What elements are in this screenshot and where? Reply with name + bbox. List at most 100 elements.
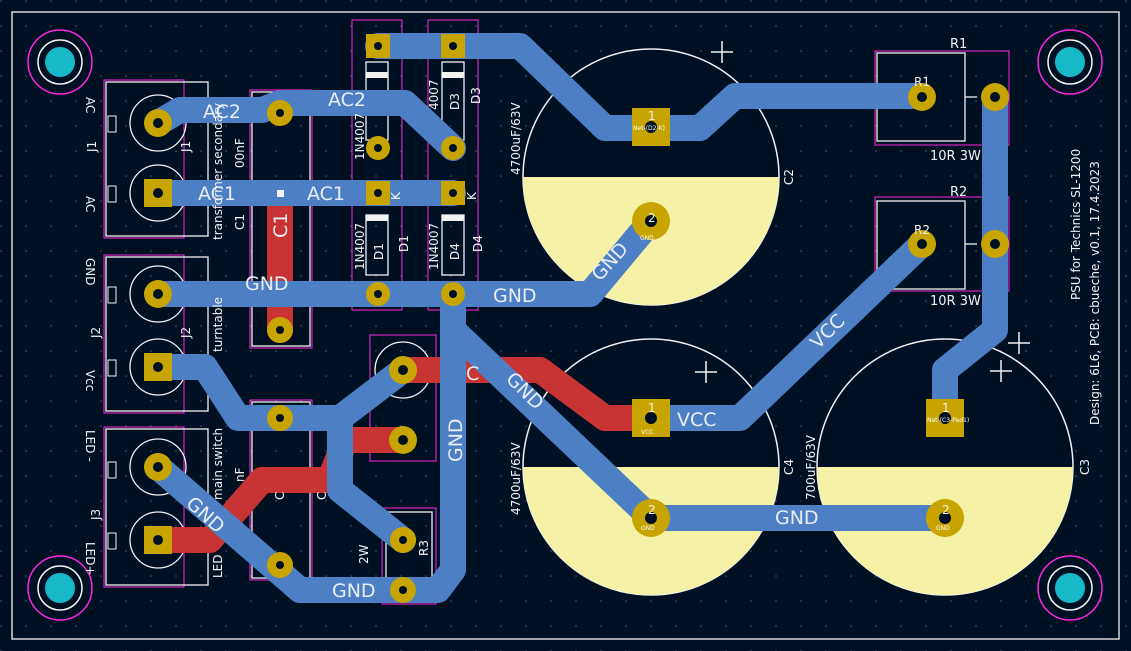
pad-r3-2 [390,577,416,603]
r2-ref-fab: R2 [914,223,930,237]
pad-d4-a [441,282,465,306]
pad-label-one: 1 [942,401,950,415]
pad-labels: Net-(D2-K) Net-(C3-Pad1) GND VCC GND GND… [633,109,969,532]
d4-ref: D4 [471,235,485,252]
j1-ref-fab: J1 [179,141,193,153]
pad-label-one: 1 [648,401,656,415]
d4-ref-fab: D4 [448,243,462,260]
pad-label-two: 2 [942,503,950,517]
j3-pin2-label: LED+ [83,542,97,576]
net-label-ac2: AC2 [203,101,241,123]
mounting-hole [27,555,93,621]
pad-label-c3-gnd: GND [936,525,950,532]
pad-j3-2 [144,526,172,554]
diode-outlines [351,19,479,311]
d3-ref-fab: D3 [448,93,462,110]
silkscreen-texts: PSU for Technics SL-1200 Design: 6L6, PC… [83,37,1102,578]
c-val: nF [233,467,247,482]
pad-j1-1 [144,109,172,137]
d1-k-label: K [389,191,403,200]
d3-ref: D3 [469,87,483,104]
pad-j1-2 [144,179,172,207]
pads [144,34,1009,603]
board-credits: Design: 6L6, PCB: cbueche, v0.1, 17.4.20… [1088,161,1102,425]
pad-c-2 [267,552,293,578]
pad-c2-2 [632,202,670,240]
board-edge [11,11,1120,640]
pad-c3-2 [926,499,964,537]
pad-c4-2 [632,499,670,537]
pad-j2-1 [144,280,172,308]
j1-pin1-label: AC [83,97,97,113]
j3-switch: main switch [211,428,225,500]
r1-val: 10R 3W [930,149,981,164]
pad-label-c3-net: Net-(C3-Pad1) [927,417,969,424]
pad-d2-k [366,34,390,58]
j3-ref: J3 [89,509,103,521]
net-label-c1: C1 [270,213,292,238]
d2-val: 1N4007 [353,113,367,160]
d1-val: 1N4007 [353,223,367,270]
pad-c1-1 [267,100,293,126]
j2-pin1-label: GND [83,258,97,286]
c-ref: C [273,492,287,500]
mounting-hole [1037,29,1103,95]
net-label-ac1: AC1 [307,183,345,205]
net-label-gnd: GND [775,507,819,529]
net-label-gnd: GND [445,418,467,462]
pad-c4-1 [632,399,670,437]
pad-r3-1 [390,527,416,553]
r1-ref: R1 [950,37,967,52]
pad-d3-a [441,136,465,160]
c3-ref: C3 [1078,459,1092,475]
pad-c3-1 [926,399,964,437]
pad-label-one: 1 [648,109,656,123]
net-label-gnd: GND [332,580,376,602]
d1-ref-fab: D1 [372,243,386,260]
pad-led-2 [389,426,417,454]
net-label-gnd: GND [493,285,537,307]
pad-label-c4-vcc: VCC [641,429,653,436]
net-label-ac2: AC2 [328,89,366,111]
pad-d4-k [441,181,465,205]
pad-r1-1 [908,83,936,111]
pad-d3-k [441,34,465,58]
c1-val: 00nF [233,138,247,168]
c-ref2: C [315,492,329,500]
r3-ref: R3 [417,540,431,556]
j1-pin2-label: AC [83,196,97,212]
pad-r2-2 [981,230,1009,258]
j1-ref: J1 [85,141,99,153]
pad-d1-a [366,282,390,306]
pad-label-c4-gnd: GND [641,525,655,532]
c4-val: 4700uF/63V [509,442,523,515]
j3-pin1-label: LED - [83,430,97,462]
pad-r1-2 [981,83,1009,111]
pad-c2-1 [632,108,670,146]
pad-j3-1 [144,453,172,481]
pad-label-two: 2 [648,503,656,517]
pad-c1-2 [267,317,293,343]
r2-val: 10R 3W [930,294,981,309]
pad-led-1 [389,356,417,384]
mounting-hole [27,29,93,95]
d4-k-label: K [465,191,479,200]
top-copper-traces [145,192,664,553]
c1-ref: C1 [233,214,247,230]
mounting-holes [27,29,1103,621]
j2-desc: turntable [211,297,225,352]
d4-val: 1N4007 [427,223,441,270]
j2-pin2-label: Vcc [83,370,97,391]
net-label-c: C [466,363,479,385]
c2-val: 4700uF/63V [509,102,523,175]
j2-ref-fab: J2 [179,327,193,339]
r3-val: 2W [357,544,371,564]
c4-val2: 700uF/63V [804,434,818,500]
r1-ref-fab: R1 [914,75,930,89]
pad-label-two: 2 [648,211,656,225]
c4-ref: C4 [782,459,796,475]
pad-label-c2-gnd: GND [640,235,654,242]
j3-desc: LED [211,554,225,578]
net-label-ac1: AC1 [198,183,236,205]
